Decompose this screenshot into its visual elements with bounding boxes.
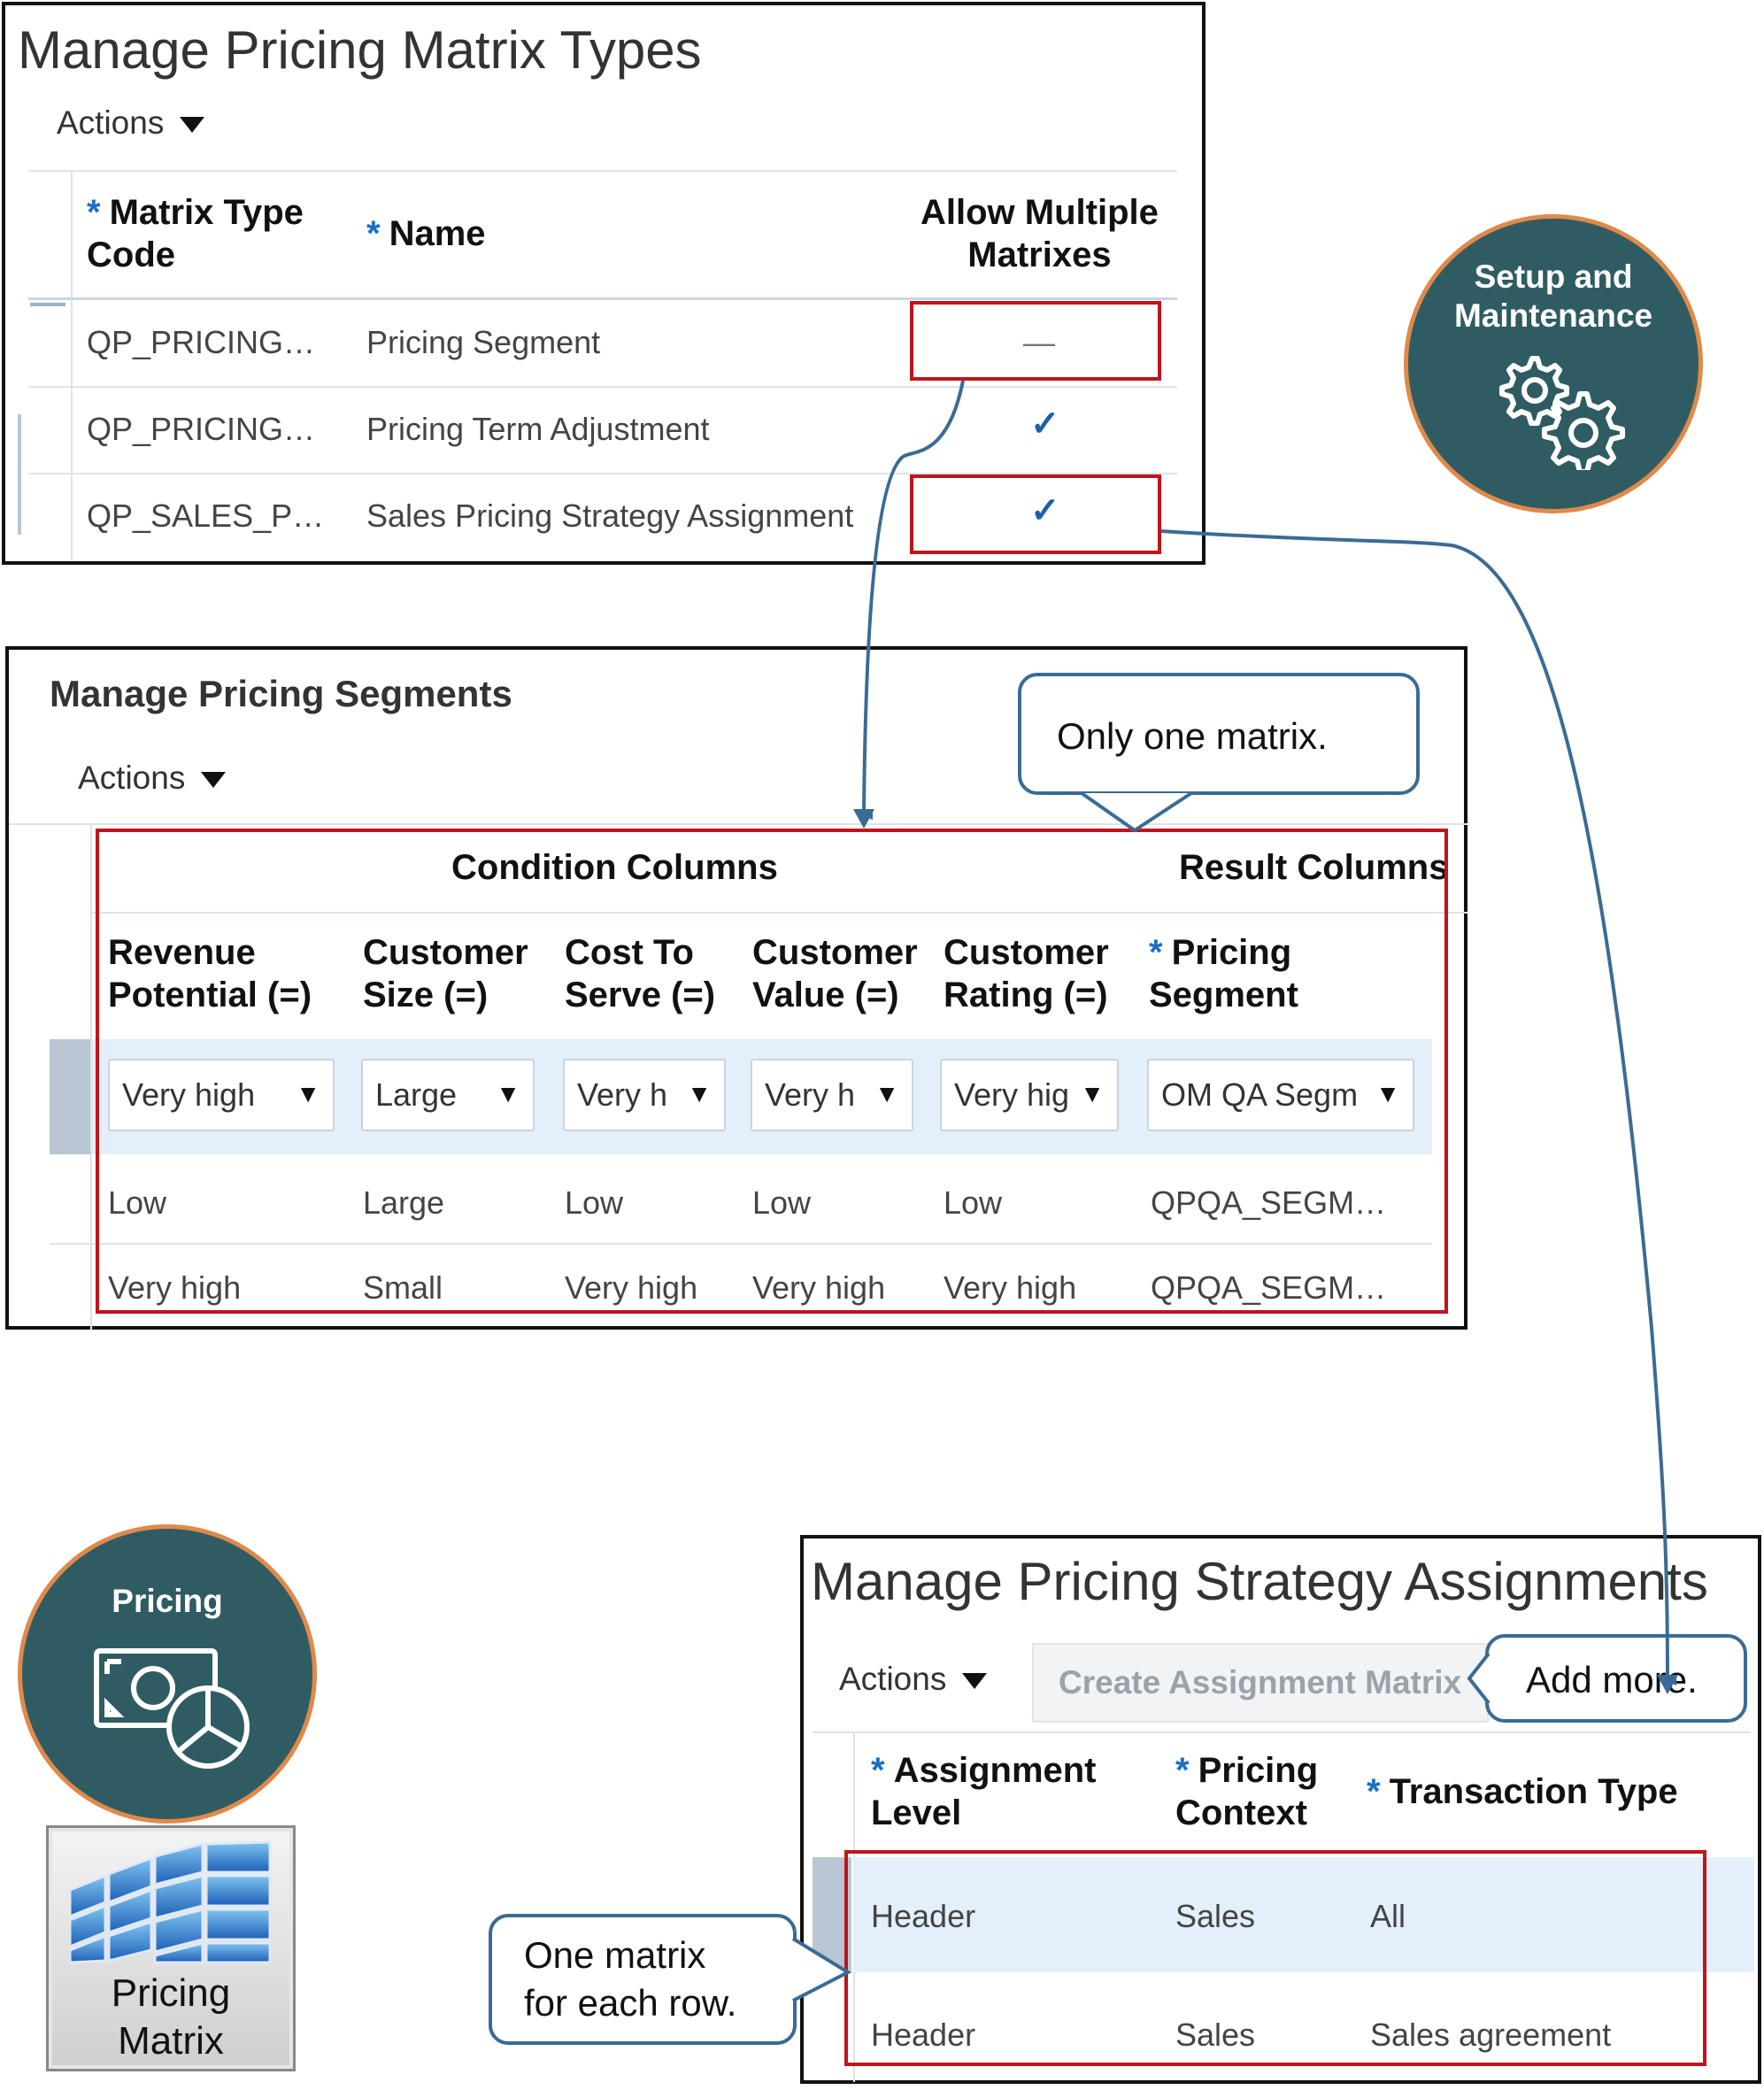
badge-label: Pricing (112, 1583, 223, 1619)
matrix-type-name: Sales Pricing Strategy Assignment (366, 497, 854, 534)
cell: Very high (108, 1269, 242, 1306)
highlight-box (844, 1850, 1706, 2066)
cell: Low (752, 1184, 812, 1221)
cell: Low (944, 1184, 1003, 1221)
matrix-grid-icon (70, 1840, 272, 1964)
customer-size-select[interactable]: Large▼ (361, 1059, 535, 1131)
actions-menu[interactable]: Actions (57, 104, 205, 142)
cell: Very high (565, 1269, 698, 1306)
cell: Low (108, 1184, 167, 1221)
page-title: Manage Pricing Matrix Types (18, 20, 702, 80)
customer-value-select[interactable]: Very h▼ (751, 1059, 913, 1131)
matrix-type-code: QP_PRICING… (87, 411, 316, 447)
chevron-down-icon (180, 117, 205, 134)
cell: Header (871, 2017, 976, 2053)
matrix-type-name: Pricing Segment (366, 324, 601, 360)
column-header-name[interactable]: *Name (366, 214, 486, 253)
cell: Sales (1175, 2017, 1256, 2053)
money-chart-icon (94, 1648, 250, 1769)
actions-label: Actions (839, 1661, 947, 1697)
callout-only-one-matrix: Only one matrix. (1018, 673, 1420, 795)
dropdown-arrow-icon: ▼ (296, 1080, 320, 1107)
actions-label: Actions (57, 104, 165, 141)
dropdown-arrow-icon: ▼ (687, 1080, 712, 1107)
matrix-type-code: QP_SALES_P… (87, 497, 325, 534)
pricing-badge: Pricing (18, 1524, 317, 1824)
check-icon: ✓ (1030, 491, 1060, 530)
dropdown-arrow-icon: ▼ (1080, 1080, 1105, 1107)
highlight-box (96, 829, 1448, 1314)
actions-menu[interactable]: Actions (78, 760, 227, 797)
cell: Small (363, 1269, 443, 1306)
customer-rating-select[interactable]: Very hig▼ (940, 1059, 1119, 1131)
cell: Low (565, 1184, 624, 1221)
allow-multiple-value: — (1023, 324, 1055, 360)
matrix-types-panel: Manage Pricing Matrix Types Actions *Mat… (2, 2, 1206, 565)
page-title: Manage Pricing Segments (50, 673, 512, 714)
cell: Very high (752, 1269, 886, 1306)
gear-icon (1499, 356, 1625, 470)
table-row-selected[interactable] (853, 1857, 1754, 1972)
highlight-box (910, 474, 1161, 554)
dropdown-arrow-icon: ▼ (874, 1080, 899, 1107)
chevron-down-icon (962, 1673, 988, 1690)
matrix-type-name: Pricing Term Adjustment (366, 411, 710, 447)
callout-add-more: Add more. (1485, 1634, 1747, 1723)
cell: Very high (944, 1269, 1077, 1306)
page-title: Manage Pricing Strategy Assignments (811, 1552, 1708, 1611)
badge-label: Setup and (1474, 258, 1633, 295)
revenue-potential-select[interactable]: Very high▼ (108, 1059, 335, 1131)
matrix-type-code: QP_PRICING… (87, 324, 316, 360)
column-header-transaction-type[interactable]: *Transaction Type (1367, 1772, 1678, 1811)
actions-menu[interactable]: Actions (839, 1661, 988, 1698)
cell: Large (363, 1184, 445, 1221)
highlight-box (910, 301, 1161, 381)
badge-label: Maintenance (1453, 297, 1653, 334)
create-assignment-matrix-button[interactable]: Create Assignment Matrix (1032, 1643, 1489, 1723)
actions-label: Actions (78, 760, 186, 796)
cell: Sales (1175, 1898, 1256, 1934)
check-icon: ✓ (1030, 405, 1060, 443)
group-header-condition-columns: Condition Columns (451, 848, 778, 887)
cost-to-serve-select[interactable]: Very h▼ (563, 1059, 726, 1131)
cell: All (1370, 1898, 1406, 1934)
dropdown-arrow-icon: ▼ (496, 1080, 520, 1107)
chevron-down-icon (201, 772, 227, 789)
cell: Sales agreement (1370, 2017, 1612, 2053)
cell: Header (871, 1898, 976, 1934)
